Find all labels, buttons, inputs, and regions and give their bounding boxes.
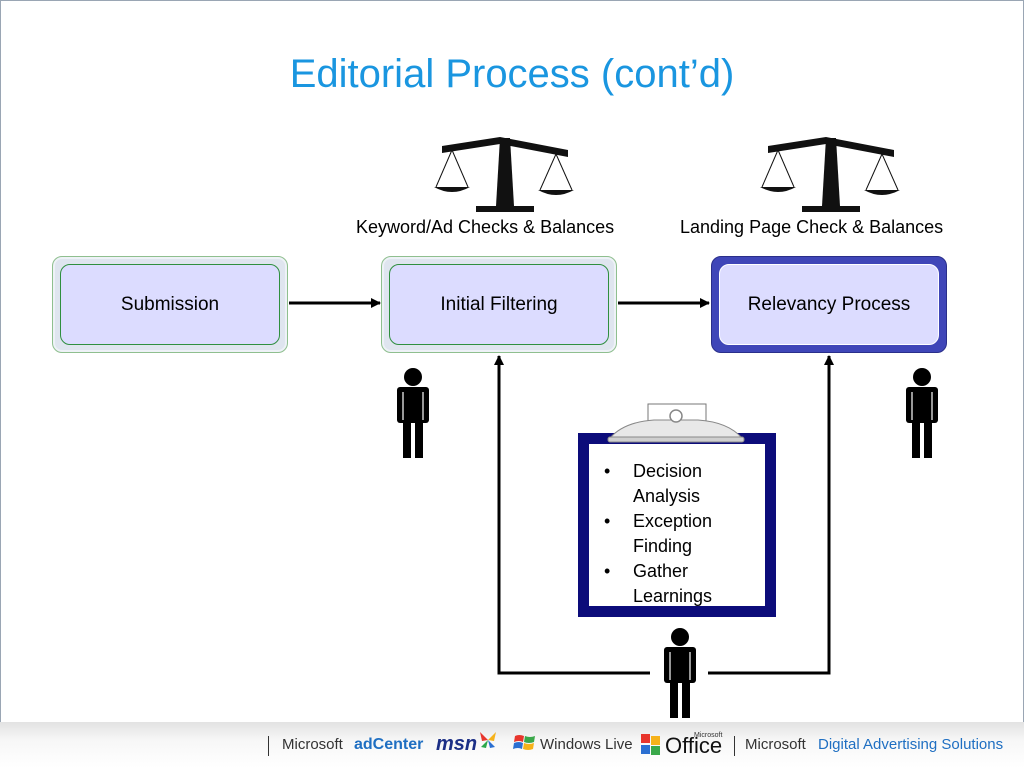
person-icon-bottom xyxy=(664,628,696,718)
scales-icon-right xyxy=(760,137,900,212)
clipboard-item: Exception Finding xyxy=(599,509,763,559)
footer-separator xyxy=(268,736,269,756)
clipboard-list: Decision Analysis Exception Finding Gath… xyxy=(599,459,763,609)
footer-digital-advertising-label: Digital Advertising Solutions xyxy=(818,736,1004,753)
windows-flag-icon xyxy=(513,735,535,750)
footer-office-label: Office xyxy=(665,733,723,758)
clipboard-clip-icon xyxy=(607,403,745,443)
scales-icon-left xyxy=(434,137,574,212)
clipboard: Decision Analysis Exception Finding Gath… xyxy=(578,433,776,617)
person-icon-right xyxy=(906,368,938,458)
submission-box: Submission xyxy=(52,256,288,353)
clipboard-item: Gather Learnings xyxy=(599,559,763,609)
office-logo-icon xyxy=(641,734,660,755)
clipboard-item: Decision Analysis xyxy=(599,459,763,509)
slide-title: Editorial Process (cont’d) xyxy=(289,52,735,96)
scale-label-landing-page: Landing Page Check & Balances xyxy=(680,217,944,237)
initial-filtering-box: Initial Filtering xyxy=(381,256,617,353)
relevancy-process-box: Relevancy Process xyxy=(711,256,947,353)
footer-adcenter-label: adCenter xyxy=(354,736,424,753)
scale-label-keyword-ad: Keyword/Ad Checks & Balances xyxy=(356,217,615,237)
feedback-line-left xyxy=(494,355,650,675)
submission-box-label: Submission xyxy=(60,264,280,345)
relevancy-process-box-label: Relevancy Process xyxy=(719,264,939,345)
footer-windows-live-label: Windows Live xyxy=(540,736,633,753)
footer-msn-logo: msn xyxy=(436,733,478,755)
msn-butterfly-icon xyxy=(480,732,496,748)
footer-office-microsoft-small: Microsoft xyxy=(694,732,723,739)
person-icon-left xyxy=(397,368,429,458)
initial-filtering-box-label: Initial Filtering xyxy=(389,264,609,345)
footer-microsoft-label: Microsoft xyxy=(282,736,343,753)
footer-microsoft-label-2: Microsoft xyxy=(745,736,806,753)
footer-separator xyxy=(734,736,735,756)
feedback-line-right xyxy=(708,355,834,675)
footer-bar xyxy=(0,722,1024,768)
